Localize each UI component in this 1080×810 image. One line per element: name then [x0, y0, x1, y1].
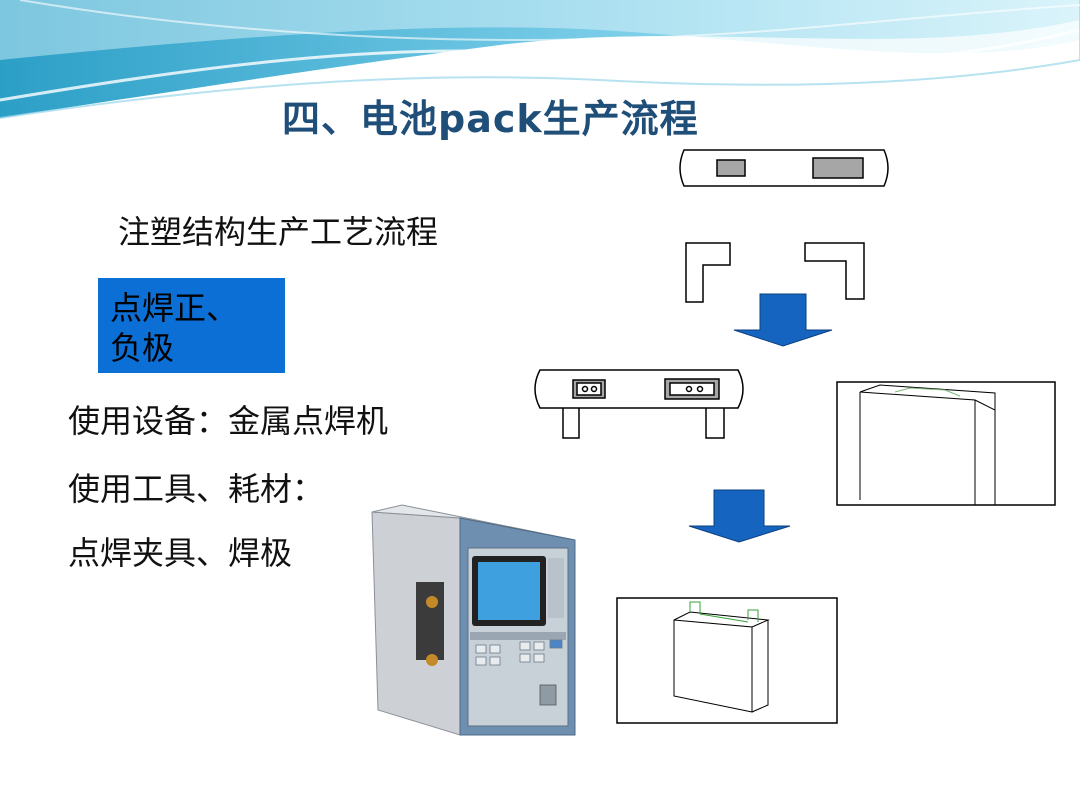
- spot-welder-machine: [371, 504, 576, 736]
- battery-cell-1: [836, 381, 1056, 506]
- down-arrow-icon: [688, 489, 791, 543]
- fixture-assembled: [534, 369, 744, 439]
- process-subtitle: 注塑结构生产工艺流程: [118, 213, 439, 251]
- wave-decoration: [0, 0, 1080, 119]
- nickel-strip-left: [685, 242, 731, 303]
- down-arrow-icon: [733, 293, 833, 347]
- fixture-top: [679, 149, 889, 187]
- tools-line: 使用工具、耗材：: [68, 470, 325, 508]
- step-box-line-2: 负极: [110, 329, 175, 367]
- nickel-strip-right: [804, 242, 865, 300]
- step-box: 点焊正、 负极: [98, 278, 285, 373]
- battery-cell-2: [616, 597, 838, 724]
- slide-title: 四、电池pack生产流程: [282, 97, 699, 141]
- step-box-line-1: 点焊正、: [110, 289, 239, 327]
- equipment-line: 使用设备：金属点焊机: [68, 402, 389, 440]
- fixtures-line: 点焊夹具、焊极: [68, 534, 293, 572]
